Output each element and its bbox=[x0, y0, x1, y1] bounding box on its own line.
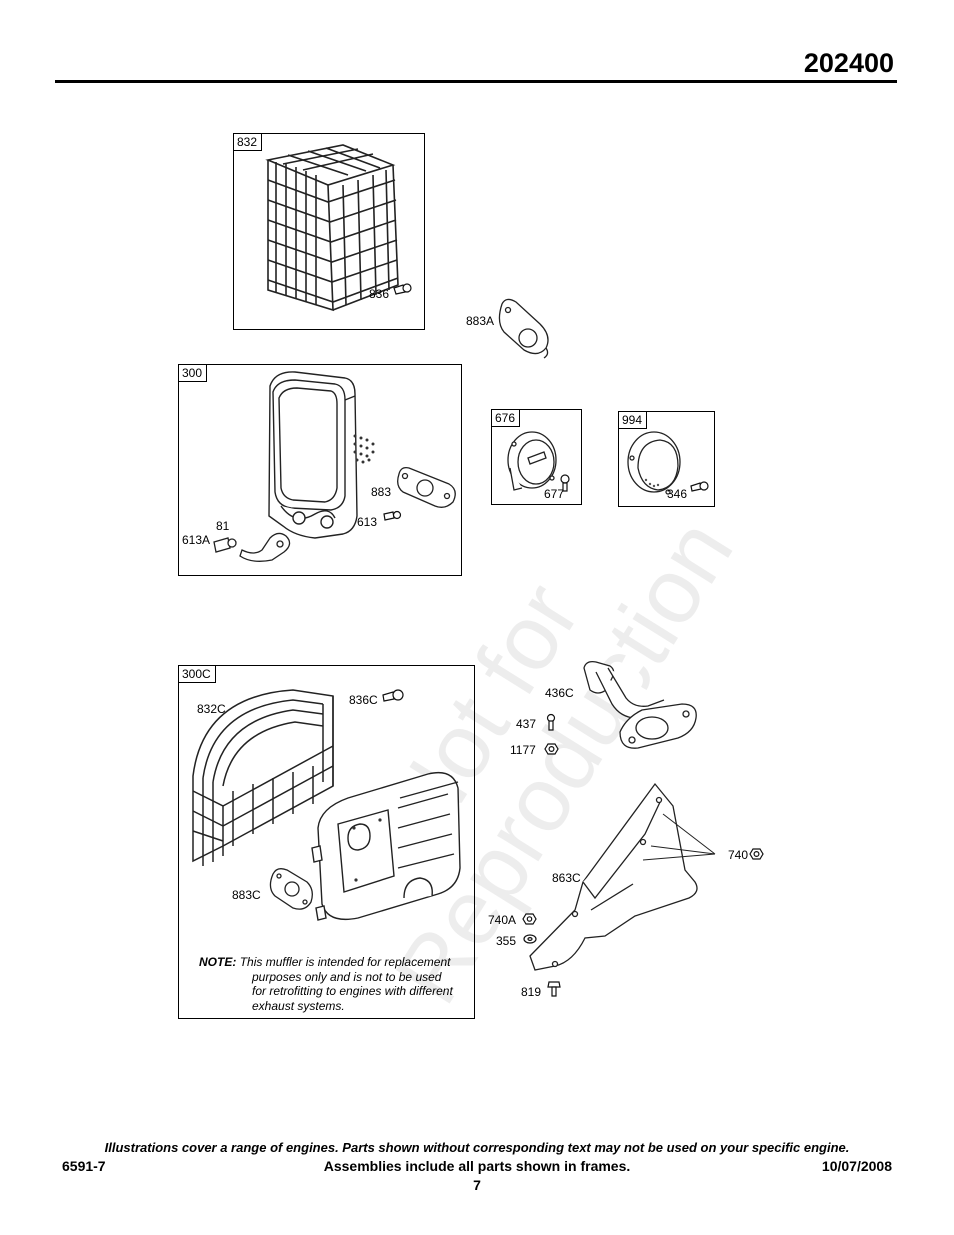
label-436c: 436C bbox=[545, 686, 574, 700]
nut-1177-icon bbox=[544, 743, 559, 755]
footer-date: 10/07/2008 bbox=[821, 1158, 892, 1174]
replacement-note: NOTE: This muffler is intended for repla… bbox=[199, 955, 469, 1013]
exhaust-elbow-436c-illustration bbox=[583, 660, 697, 749]
page-number: 7 bbox=[473, 1177, 481, 1193]
frame-676: 676 bbox=[491, 409, 582, 505]
screw-836-icon bbox=[393, 283, 412, 295]
gasket-883c-illustration bbox=[269, 868, 313, 910]
screw-613-icon bbox=[383, 510, 402, 521]
frame-832-tag: 832 bbox=[234, 134, 263, 151]
deflector-994-illustration bbox=[627, 431, 681, 495]
footer-assemblies: Assemblies include all parts shown in fr… bbox=[323, 1158, 631, 1174]
screw-677-icon bbox=[560, 474, 570, 492]
wire-guard-832c-illustration bbox=[192, 689, 334, 866]
label-613: 613 bbox=[357, 515, 378, 529]
label-613a: 613A bbox=[182, 533, 211, 547]
label-819: 819 bbox=[521, 985, 542, 999]
label-832c: 832C bbox=[197, 702, 226, 716]
gasket-883a-illustration bbox=[498, 298, 549, 359]
washer-355-icon bbox=[523, 934, 537, 944]
gasket-883-illustration bbox=[397, 466, 456, 508]
note-line3: for retrofitting to engines with differe… bbox=[252, 984, 453, 998]
label-355: 355 bbox=[496, 934, 517, 948]
muffler-300-illustration bbox=[268, 371, 375, 539]
frame-300c: 300C bbox=[178, 665, 475, 1019]
bracket-81-illustration bbox=[213, 532, 291, 562]
label-677: 677 bbox=[544, 487, 565, 501]
frame-994: 994 bbox=[618, 411, 715, 507]
frame-994-tag: 994 bbox=[619, 412, 648, 429]
note-line1: This muffler is intended for replacement bbox=[239, 955, 451, 969]
label-836c: 836C bbox=[349, 693, 378, 707]
nut-740a-icon bbox=[522, 913, 537, 925]
label-863c: 863C bbox=[552, 871, 581, 885]
model-number: 202400 bbox=[803, 48, 894, 78]
label-81: 81 bbox=[216, 519, 230, 533]
nut-740-icon bbox=[749, 848, 764, 860]
label-740a: 740A bbox=[488, 913, 517, 927]
doc-number: 6591-7 bbox=[62, 1158, 106, 1174]
screw-819-icon bbox=[547, 981, 561, 997]
label-883a: 883A bbox=[466, 314, 495, 328]
bracket-863c-illustration bbox=[529, 782, 716, 971]
frame-300c-tag: 300C bbox=[179, 666, 216, 683]
wire-guard-illustration bbox=[265, 144, 399, 312]
spark-arrester-676-illustration bbox=[507, 431, 557, 491]
note-line2: purposes only and is not to be used bbox=[252, 969, 442, 984]
footer-disclaimer: Illustrations cover a range of engines. … bbox=[104, 1140, 850, 1155]
label-883c: 883C bbox=[232, 888, 261, 902]
note-label: NOTE: bbox=[199, 955, 237, 969]
label-437: 437 bbox=[516, 717, 537, 731]
header-rule bbox=[55, 80, 897, 83]
label-740: 740 bbox=[728, 848, 749, 862]
frame-832: 832 bbox=[233, 133, 425, 330]
label-836: 836 bbox=[369, 287, 390, 301]
screw-437-icon bbox=[546, 713, 556, 731]
note-line4: exhaust systems. bbox=[252, 998, 345, 1013]
screw-836c-icon bbox=[382, 689, 404, 702]
frame-300-tag: 300 bbox=[179, 365, 208, 382]
label-346: 346 bbox=[667, 487, 688, 501]
label-1177: 1177 bbox=[510, 743, 536, 757]
label-883: 883 bbox=[371, 485, 392, 499]
muffler-300c-illustration bbox=[311, 771, 461, 921]
frame-300: 300 bbox=[178, 364, 462, 576]
frame-676-tag: 676 bbox=[492, 410, 521, 427]
screw-346-icon bbox=[690, 481, 709, 492]
